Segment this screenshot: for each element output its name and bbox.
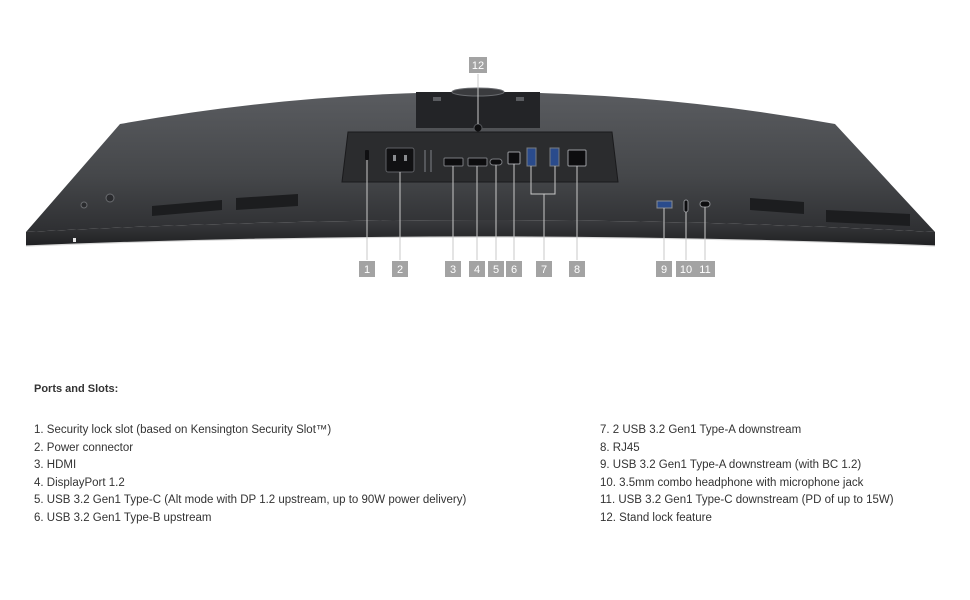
hdmi-port-icon: [443, 157, 464, 167]
ports-list-left: 1. Security lock slot (based on Kensingt…: [34, 422, 466, 528]
svg-text:8: 8: [574, 264, 580, 276]
list-item: 8. RJ45: [600, 441, 640, 454]
callout-5: 5: [488, 261, 504, 277]
connector-panel: [341, 131, 619, 183]
svg-text:1: 1: [364, 264, 370, 276]
list-item: 9. USB 3.2 Gen1 Type-A downstream (with …: [600, 459, 862, 472]
usb-a-side-port-icon: [656, 200, 673, 209]
list-item: 3. HDMI: [34, 459, 77, 472]
power-connector-icon: [385, 147, 415, 173]
list-item: 11. USB 3.2 Gen1 Type-C downstream (PD o…: [600, 494, 894, 507]
ports-list-right: 7. 2 USB 3.2 Gen1 Type-A downstream 8. R…: [600, 422, 894, 528]
callout-1: 1: [359, 261, 375, 277]
usb-c-side-port-icon: [699, 200, 711, 208]
usb-c-upstream-icon: [489, 158, 503, 166]
svg-text:10: 10: [680, 264, 692, 276]
list-item: 2. Power connector: [34, 441, 134, 454]
list-item: 5. USB 3.2 Gen1 Type-C (Alt mode with DP…: [34, 494, 467, 507]
usb-b-port-icon: [507, 151, 521, 165]
list-item: 12. Stand lock feature: [600, 511, 712, 524]
list-item: 1. Security lock slot (based on Kensingt…: [34, 424, 332, 436]
leader-lines: [366, 74, 706, 260]
usb-a-port-icon: [549, 147, 560, 167]
callout-12: 12: [469, 57, 487, 73]
callout-11: 11: [695, 261, 715, 277]
rj45-port-icon: [567, 149, 587, 167]
callout-3: 3: [445, 261, 461, 277]
callout-4: 4: [469, 261, 485, 277]
svg-text:11: 11: [699, 264, 710, 276]
list-item: 6. USB 3.2 Gen1 Type-B upstream: [34, 511, 212, 524]
svg-text:6: 6: [511, 264, 517, 276]
svg-text:12: 12: [472, 60, 484, 72]
svg-text:9: 9: [661, 264, 667, 276]
callout-8: 8: [569, 261, 585, 277]
svg-text:4: 4: [474, 264, 480, 276]
svg-text:3: 3: [450, 264, 456, 276]
callout-labels: 1 2 3 4 5 6 7 8: [359, 57, 715, 277]
monitor-bottom-view-figure: 1 2 3 4 5 6 7 8: [25, 57, 936, 277]
callout-9: 9: [656, 261, 672, 277]
stand-lock-icon: [473, 123, 483, 133]
list-item: 7. 2 USB 3.2 Gen1 Type-A downstream: [600, 424, 802, 436]
callout-7: 7: [536, 261, 552, 277]
list-item: 10. 3.5mm combo headphone with microphon…: [600, 476, 864, 489]
displayport-icon: [467, 157, 488, 167]
svg-text:7: 7: [541, 264, 547, 276]
control-buttons: [73, 193, 115, 242]
audio-jack-icon: [683, 199, 689, 213]
callout-10: 10: [676, 261, 696, 277]
security-slot-icon: [365, 150, 369, 160]
svg-text:5: 5: [493, 264, 499, 276]
callout-6: 6: [506, 261, 522, 277]
callout-2: 2: [392, 261, 408, 277]
svg-text:2: 2: [397, 264, 403, 276]
vents: [152, 194, 910, 226]
ports-section-title: Ports and Slots:: [34, 383, 119, 395]
list-item: 4. DisplayPort 1.2: [34, 476, 125, 489]
usb-a-port-icon: [526, 147, 537, 167]
